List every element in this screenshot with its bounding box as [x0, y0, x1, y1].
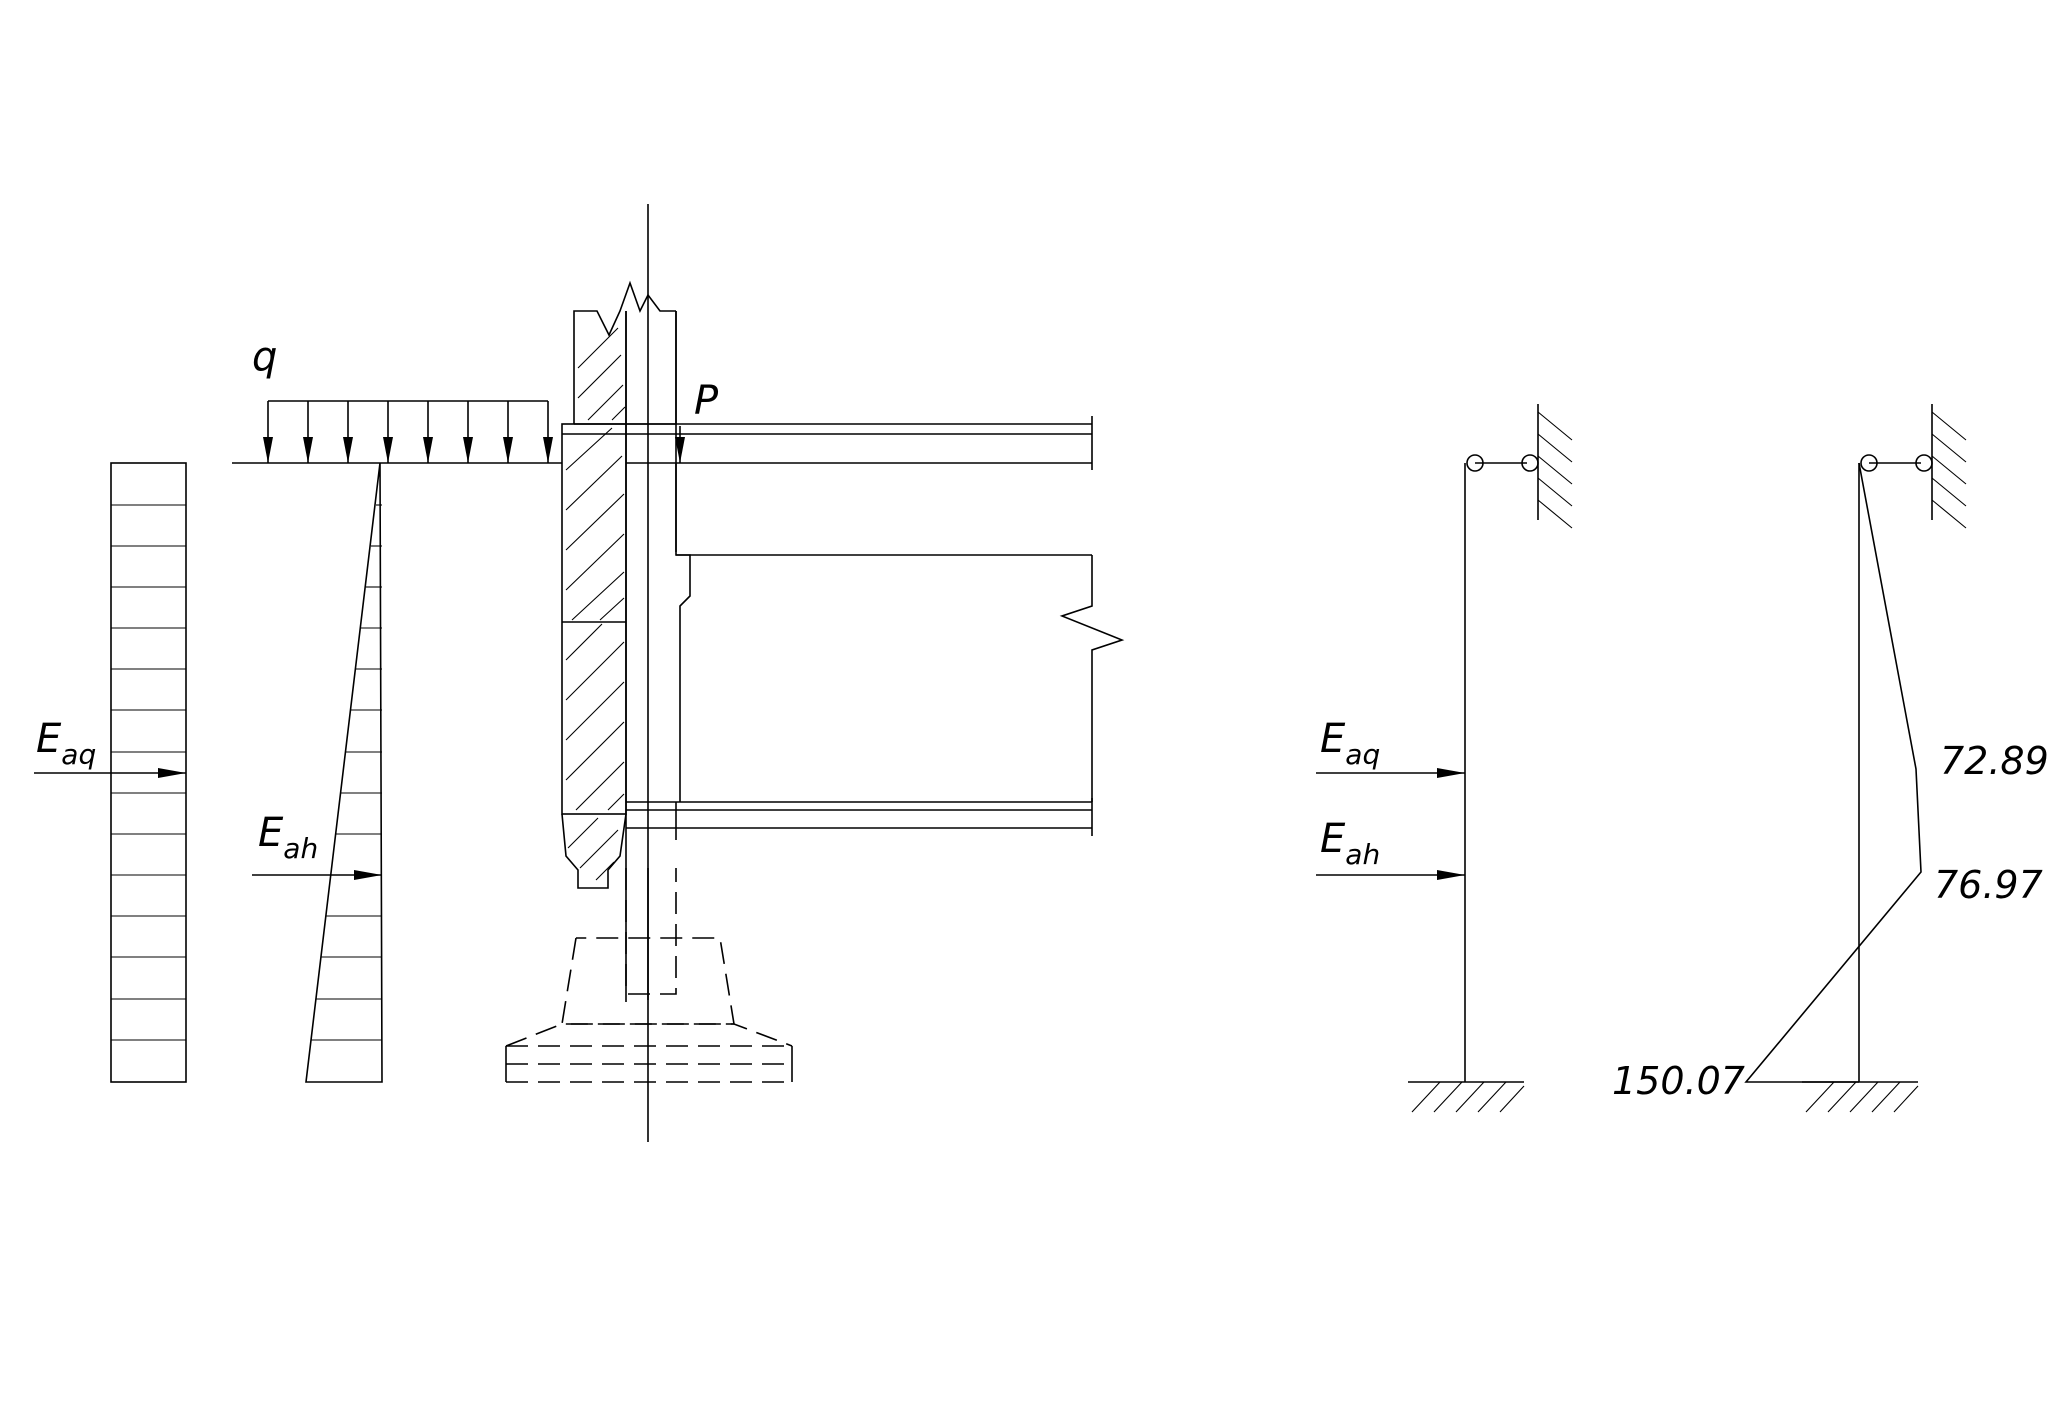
eaq-label-right: Eaq [1320, 716, 1380, 771]
foundation-dashed [505, 868, 793, 1083]
eah-force-arrow-left [252, 870, 382, 880]
load-arrows [263, 401, 553, 463]
wall-section [561, 204, 1125, 1142]
moment-diagram [1744, 404, 1967, 1113]
moment-curve [1744, 462, 1922, 1083]
moment-value-upper: 72.89 [1940, 739, 2048, 783]
eaq-label-left: Eaq [36, 716, 96, 771]
uniform-load-q [232, 400, 562, 464]
model-fixed-base-hatch [1411, 1081, 1525, 1113]
wall-bottom-hatch [567, 817, 619, 881]
eah-label-left: Eah [258, 810, 318, 865]
wall-stem-hatch [565, 427, 625, 811]
moment-value-middle: 76.97 [1934, 863, 2043, 907]
moment-value-base: 150.07 [1612, 1059, 1745, 1103]
earth-pressure-diagram [305, 462, 383, 1083]
upper-wall-hatch [577, 327, 626, 421]
surcharge-diagram-grid [111, 504, 186, 1041]
eaq-force-arrow-left [34, 768, 186, 778]
point-load-p [675, 426, 685, 463]
moment-wall-support-hatch [1931, 411, 1967, 529]
p-label: P [694, 378, 719, 424]
structural-model [1316, 404, 1573, 1113]
eah-label-right: Eah [1320, 816, 1380, 871]
q-label: q [252, 334, 277, 380]
moment-fixed-base-hatch [1805, 1081, 1919, 1113]
earth-diagram-grid [311, 504, 382, 1041]
model-wall-support-hatch [1537, 411, 1573, 529]
